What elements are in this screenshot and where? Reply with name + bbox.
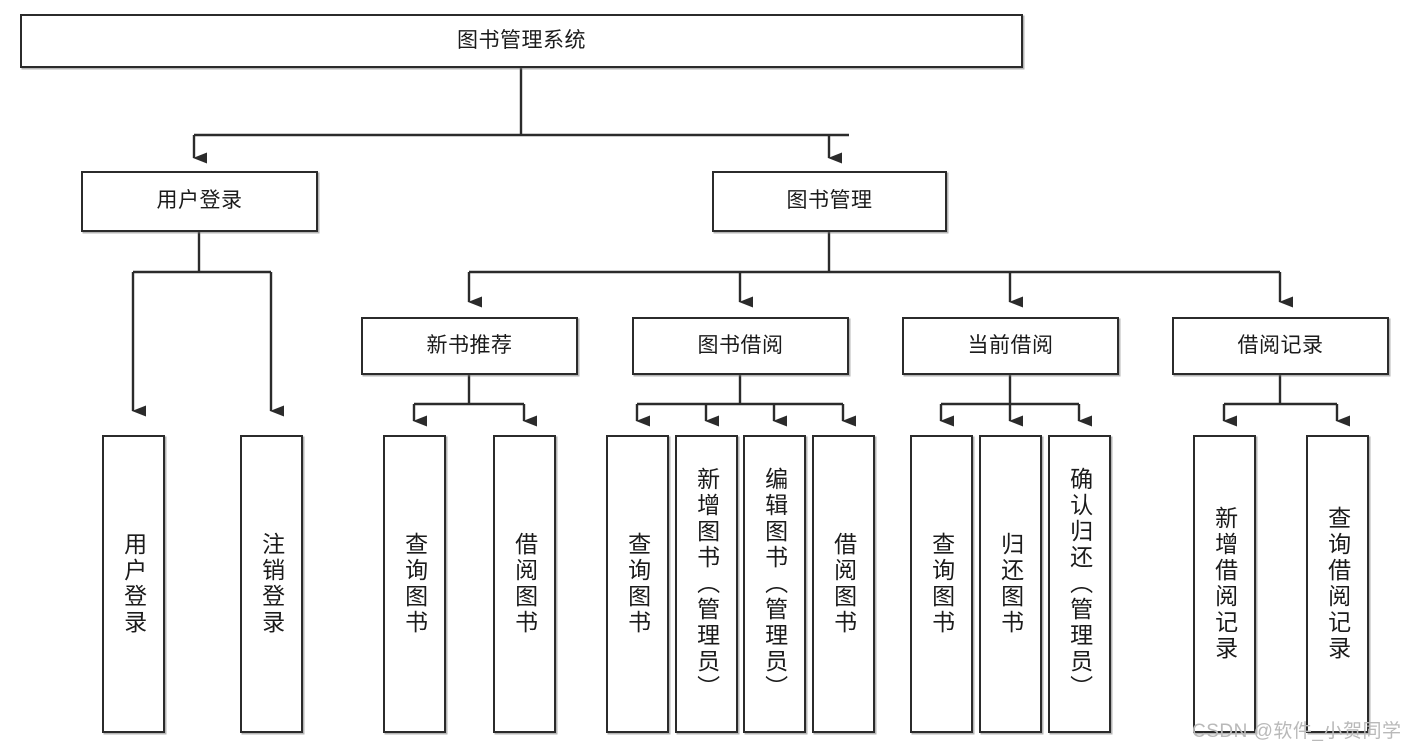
leaf-query-record[interactable]: 查询借阅记录 bbox=[1306, 435, 1369, 733]
leaf-return-book[interactable]: 归还图书 bbox=[979, 435, 1042, 733]
node-root[interactable]: 图书管理系统 bbox=[20, 14, 1023, 68]
leaf-edit-book[interactable]: 编辑图书（管理员） bbox=[743, 435, 806, 733]
leaf-query-book-3[interactable]: 查询图书 bbox=[910, 435, 973, 733]
leaf-edit-book-label: 编辑图书（管理员） bbox=[761, 467, 788, 701]
leaf-query-record-label: 查询借阅记录 bbox=[1324, 506, 1351, 662]
leaf-query-book-3-label: 查询图书 bbox=[928, 532, 955, 636]
node-new-book-recommend-label: 新书推荐 bbox=[426, 333, 513, 357]
node-root-label: 图书管理系统 bbox=[457, 28, 586, 52]
leaf-confirm-return[interactable]: 确认归还（管理员） bbox=[1048, 435, 1111, 733]
leaf-add-book[interactable]: 新增图书（管理员） bbox=[675, 435, 738, 733]
leaf-query-book-2[interactable]: 查询图书 bbox=[606, 435, 669, 733]
leaf-add-record-label: 新增借阅记录 bbox=[1211, 506, 1238, 662]
leaf-query-book-1[interactable]: 查询图书 bbox=[383, 435, 446, 733]
node-user-login-label: 用户登录 bbox=[156, 189, 243, 213]
leaf-query-book-2-label: 查询图书 bbox=[624, 532, 651, 636]
leaf-borrow-book-1-label: 借阅图书 bbox=[511, 532, 538, 636]
node-book-borrow[interactable]: 图书借阅 bbox=[632, 317, 849, 375]
node-book-borrow-label: 图书借阅 bbox=[697, 333, 784, 357]
csdn-watermark: CSDN @软件_小贺同学 bbox=[1192, 721, 1402, 742]
leaf-user-login[interactable]: 用户登录 bbox=[102, 435, 165, 733]
node-current-borrow-label: 当前借阅 bbox=[967, 333, 1054, 357]
node-borrow-record-label: 借阅记录 bbox=[1237, 333, 1324, 357]
leaf-query-book-1-label: 查询图书 bbox=[401, 532, 428, 636]
leaf-logout-login[interactable]: 注销登录 bbox=[240, 435, 303, 733]
leaf-logout-login-label: 注销登录 bbox=[258, 532, 285, 636]
leaf-borrow-book-2-label: 借阅图书 bbox=[830, 532, 857, 636]
leaf-add-record[interactable]: 新增借阅记录 bbox=[1193, 435, 1256, 733]
node-borrow-record[interactable]: 借阅记录 bbox=[1172, 317, 1389, 375]
leaf-confirm-return-label: 确认归还（管理员） bbox=[1066, 467, 1093, 701]
leaf-borrow-book-1[interactable]: 借阅图书 bbox=[493, 435, 556, 733]
node-book-manage-label: 图书管理 bbox=[786, 189, 873, 213]
node-current-borrow[interactable]: 当前借阅 bbox=[902, 317, 1119, 375]
node-new-book-recommend[interactable]: 新书推荐 bbox=[361, 317, 578, 375]
leaf-add-book-label: 新增图书（管理员） bbox=[693, 467, 720, 701]
node-user-login[interactable]: 用户登录 bbox=[81, 171, 318, 232]
leaf-return-book-label: 归还图书 bbox=[997, 532, 1024, 636]
leaf-user-login-label: 用户登录 bbox=[120, 532, 147, 636]
node-book-manage[interactable]: 图书管理 bbox=[712, 171, 947, 232]
leaf-borrow-book-2[interactable]: 借阅图书 bbox=[812, 435, 875, 733]
